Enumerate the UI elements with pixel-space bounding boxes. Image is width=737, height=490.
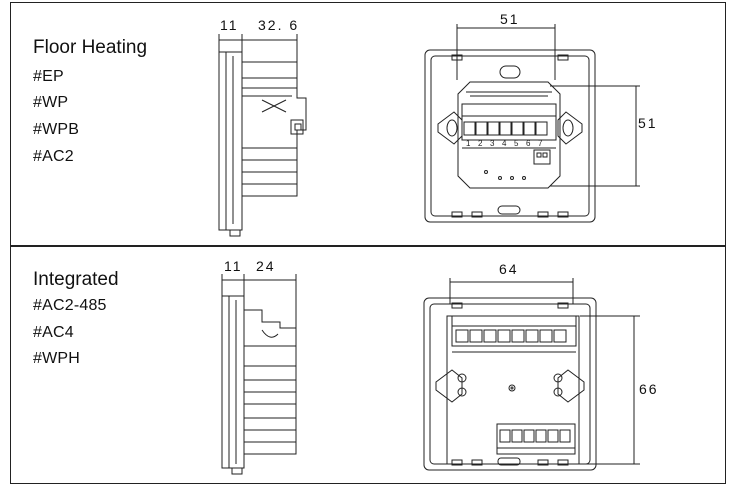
front-view-bottom (424, 278, 640, 470)
floor-heating-panel: Floor Heating #EP #WP #WPB #AC2 11 32. 6… (10, 2, 726, 246)
terminal-number: 5 (514, 139, 519, 148)
side-view-bottom (222, 274, 296, 474)
front-width-dim: 51 (500, 11, 520, 27)
model-label: #WPB (33, 121, 80, 138)
terminal-number: 4 (502, 139, 507, 148)
section-title: Integrated (33, 269, 119, 290)
model-label: #WPH (33, 350, 81, 367)
model-label: #EP (33, 68, 64, 85)
integrated-panel: Integrated #AC2-485 #AC4 #WPH 11 24 64 6… (10, 246, 726, 484)
side-depth-back: 24 (256, 258, 276, 274)
section-title: Floor Heating (33, 37, 148, 58)
side-depth-back: 32. 6 (258, 17, 300, 33)
terminal-number: 1 (466, 139, 471, 148)
side-view-top (219, 34, 306, 236)
model-label: #AC2 (33, 148, 74, 165)
model-label: #AC2-485 (33, 297, 107, 314)
terminal-number: 7 (538, 139, 543, 148)
front-view-top (425, 24, 640, 222)
model-label: #AC4 (33, 324, 74, 341)
front-height-dim: 66 (639, 381, 659, 397)
terminal-number: 3 (490, 139, 495, 148)
terminal-number: 6 (526, 139, 531, 148)
model-label: #WP (33, 94, 69, 111)
front-width-dim: 64 (499, 261, 519, 277)
side-depth-front: 11 (220, 17, 239, 33)
terminal-number: 2 (478, 139, 483, 148)
side-depth-front: 11 (224, 258, 243, 274)
front-height-dim: 51 (638, 115, 658, 131)
